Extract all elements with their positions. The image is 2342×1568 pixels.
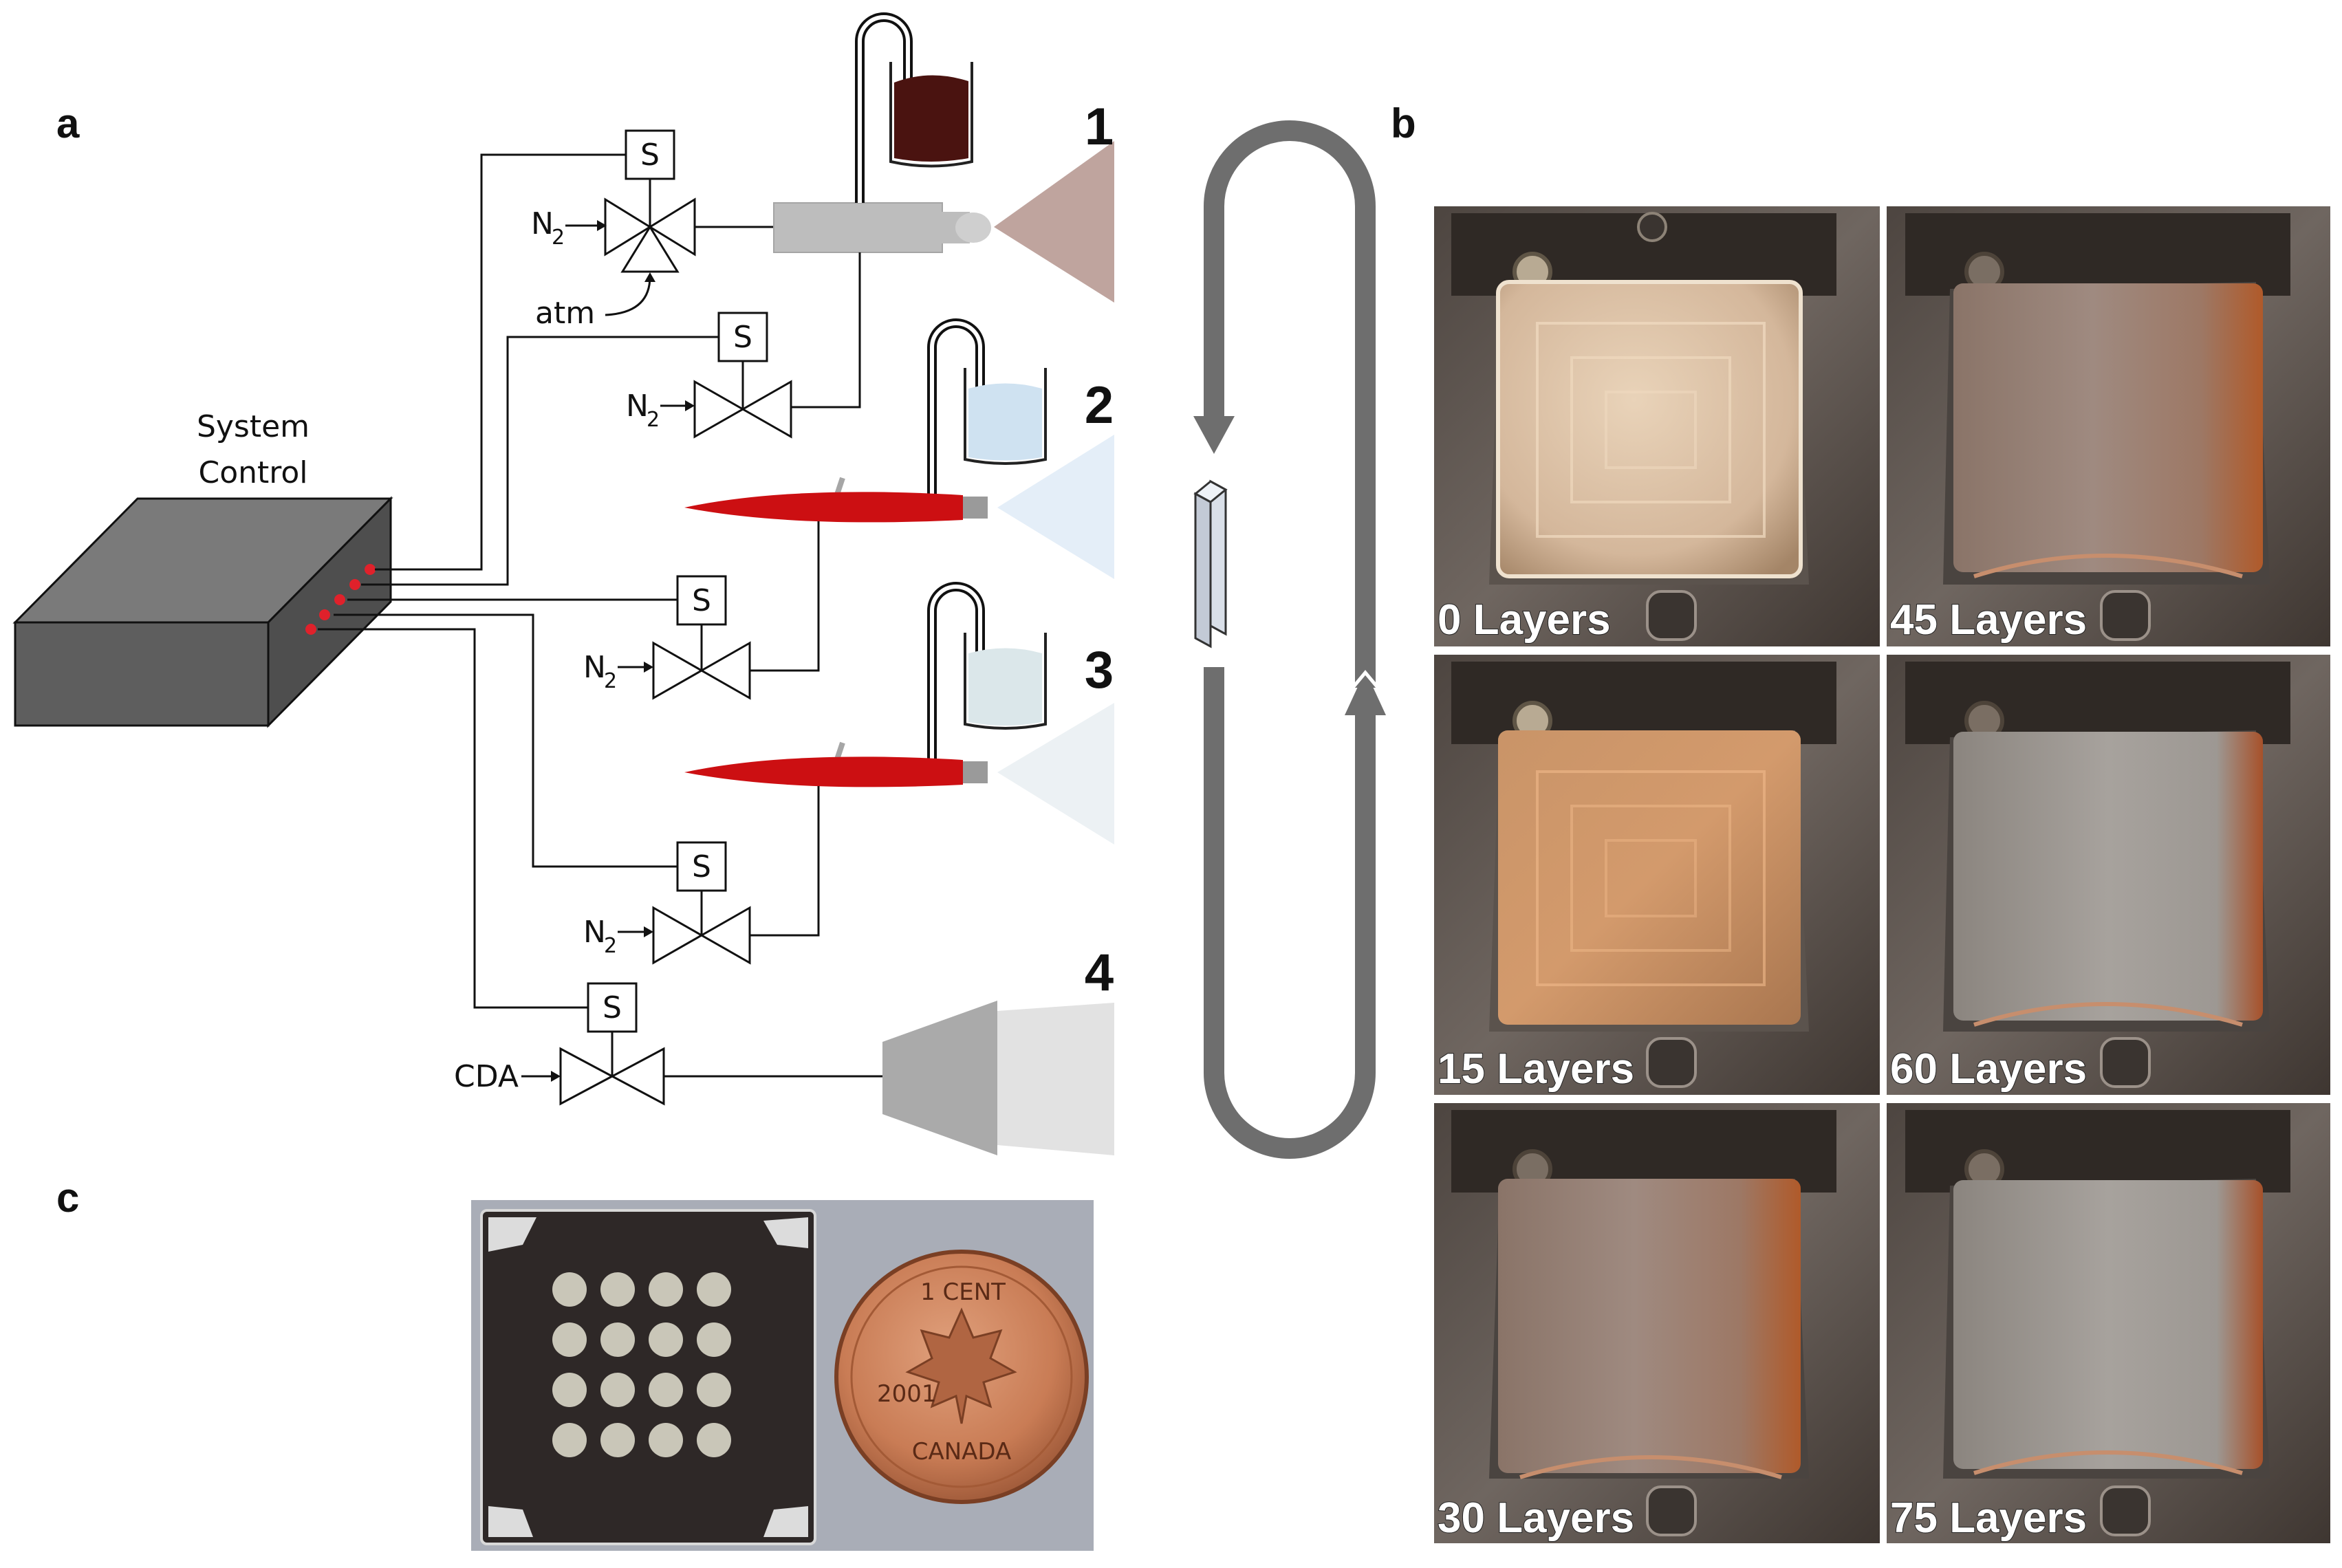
track-arrow-icon: [1345, 671, 1386, 715]
photo-caption: 75 Layers: [1890, 1494, 2087, 1542]
coin-country: CANADA: [912, 1438, 1012, 1466]
photo-caption: 15 Layers: [1438, 1045, 1634, 1093]
solenoid-label: S: [692, 849, 711, 884]
cda-label: CDA: [454, 1059, 519, 1094]
solenoid-label: S: [603, 990, 622, 1025]
device-substrate: [480, 1209, 816, 1545]
track-lower: [1204, 667, 1376, 1159]
photo-tile-60-layers: 60 Layers: [1887, 655, 2330, 1095]
stage-1-dye-spray: S N 2 atm 1: [531, 12, 1114, 331]
panel-letter-a: a: [56, 100, 80, 146]
photo-tile-0-layers: 0 Layers: [1434, 206, 1880, 646]
n2-sub-4: 2: [604, 934, 617, 958]
spray-cone-icon: [994, 141, 1114, 303]
control-wires: [318, 153, 743, 1009]
photo-tile-75-layers: 75 Layers: [1887, 1103, 2330, 1543]
electrode-dot-array: [552, 1272, 731, 1457]
transport-track: [1193, 120, 1386, 1159]
photo-tile-15-layers: 15 Layers: [1434, 655, 1880, 1095]
system-control-label-line2: Control: [198, 455, 307, 490]
beaker-icon: [964, 633, 1047, 730]
track-upper: [1204, 120, 1376, 688]
coin-icon: 1 CENT 2001 CANADA: [834, 1250, 1089, 1504]
n2-label-2: N: [626, 389, 649, 424]
photo-tile-45-layers: 45 Layers: [1887, 206, 2330, 646]
stage-number-3: 3: [1085, 641, 1114, 699]
stage-1-atomizer-valve: S N 2: [626, 252, 861, 439]
system-control-box: System Control: [12, 409, 393, 728]
solenoid-icon: [717, 312, 768, 362]
beaker-icon: [964, 368, 1047, 465]
panel-letter-b: b: [1391, 100, 1416, 146]
spray-cone-icon: [997, 1003, 1114, 1155]
stage-4-air-dry: S CDA 4: [454, 944, 1114, 1155]
coin-denomination: 1 CENT: [920, 1278, 1006, 1306]
solenoid-icon: [625, 129, 675, 180]
photo-caption: 0 Layers: [1438, 596, 1611, 644]
air-knife-body: [882, 1001, 997, 1155]
stage-number-4: 4: [1085, 944, 1114, 1002]
system-control-label-line1: System: [197, 409, 310, 444]
dye-spray-gun: [773, 202, 943, 253]
stage-number-2: 2: [1085, 376, 1114, 435]
photo-grid: 0 Layers 45 Layers 15 Layers: [1434, 206, 2330, 1543]
stage-2-gas-valve: S N 2: [583, 521, 820, 700]
stage-3-gas-valve: S N 2: [583, 786, 820, 965]
spray-cone-icon: [997, 703, 1114, 845]
atm-label: atm: [535, 296, 595, 331]
photo-caption: 60 Layers: [1890, 1045, 2087, 1093]
n2-label-4: N: [583, 915, 606, 950]
spray-nozzle-3: [684, 756, 963, 787]
solenoid-icon: [587, 982, 638, 1033]
n2-sub-1: 2: [552, 226, 565, 250]
n2-sub-3: 2: [604, 669, 617, 693]
coin-year: 2001: [877, 1380, 937, 1408]
n2-label-3: N: [583, 650, 606, 685]
photo-caption: 45 Layers: [1890, 596, 2087, 644]
two-way-valve-icon: [693, 380, 792, 439]
stage-2-solution-spray: 2: [684, 318, 1114, 579]
substrate-slide-icon: [1193, 479, 1228, 649]
panel-letter-c: c: [56, 1175, 79, 1221]
photo-tile-30-layers: 30 Layers: [1434, 1103, 1880, 1543]
photo-caption: 30 Layers: [1438, 1494, 1634, 1542]
n2-label-1: N: [531, 206, 554, 241]
three-way-valve-icon: [604, 197, 696, 273]
solenoid-label: S: [692, 583, 711, 618]
device-photo: 1 CENT 2001 CANADA: [471, 1200, 1094, 1551]
stage-number-1: 1: [1085, 98, 1114, 156]
n2-sub-2: 2: [647, 408, 660, 432]
solenoid-label: S: [733, 320, 752, 355]
stage-3-rinse-spray: 3: [684, 582, 1114, 845]
spray-nozzle-2: [684, 492, 963, 523]
solenoid-label: S: [640, 138, 660, 173]
track-arrow-icon: [1193, 416, 1235, 454]
beaker-icon: [889, 62, 973, 168]
spray-cone-icon: [997, 435, 1114, 579]
control-indicator-lights: [305, 564, 376, 635]
